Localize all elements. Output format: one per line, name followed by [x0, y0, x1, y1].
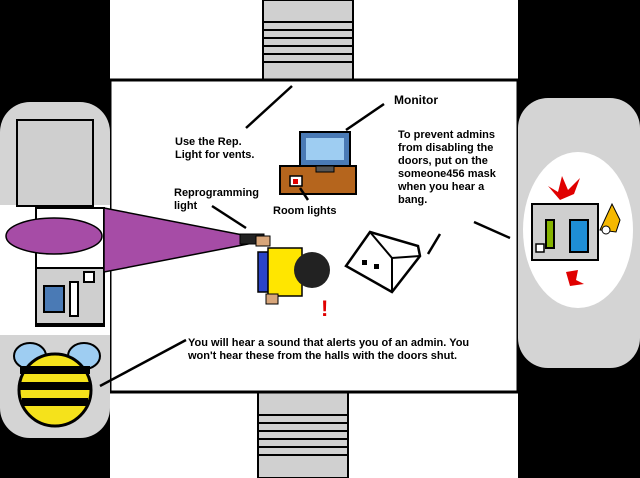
pointer-doors [473, 220, 511, 240]
player-icon [255, 235, 330, 305]
bottom-vent[interactable] [257, 391, 349, 478]
monitor-label: Monitor [394, 93, 438, 107]
pointer-monitor [345, 102, 385, 132]
doors-tip: To prevent admins from disabling the doo… [398, 129, 496, 206]
reprogramming-light-label: Reprogramming light [174, 187, 259, 212]
room-lights-switch[interactable] [289, 175, 303, 187]
pointer-mask [426, 233, 442, 255]
pointer-bee [99, 338, 187, 388]
blood-splat-bottom [566, 270, 584, 286]
right-door-button-panel[interactable] [531, 203, 599, 261]
left-door-button-panel[interactable] [35, 267, 105, 325]
sound-tip: You will hear a sound that alerts you of… [188, 337, 470, 362]
pointer-rep-light [245, 85, 293, 129]
mask-icon[interactable] [344, 230, 422, 294]
blood-splat-top [548, 176, 580, 200]
pointer-room-lights [298, 187, 310, 201]
room-lights-label: Room lights [273, 205, 337, 217]
alert-mark: ! [321, 296, 329, 321]
pointer-reprogramming [211, 204, 247, 230]
top-vent[interactable] [262, 0, 354, 81]
fox-icon [599, 202, 621, 235]
light-spot [5, 217, 103, 255]
monitor-icon[interactable] [299, 131, 351, 173]
left-door[interactable] [16, 119, 94, 207]
rep-light-tip: Use the Rep. Light for vents. [175, 136, 255, 161]
bee-icon [13, 342, 101, 428]
